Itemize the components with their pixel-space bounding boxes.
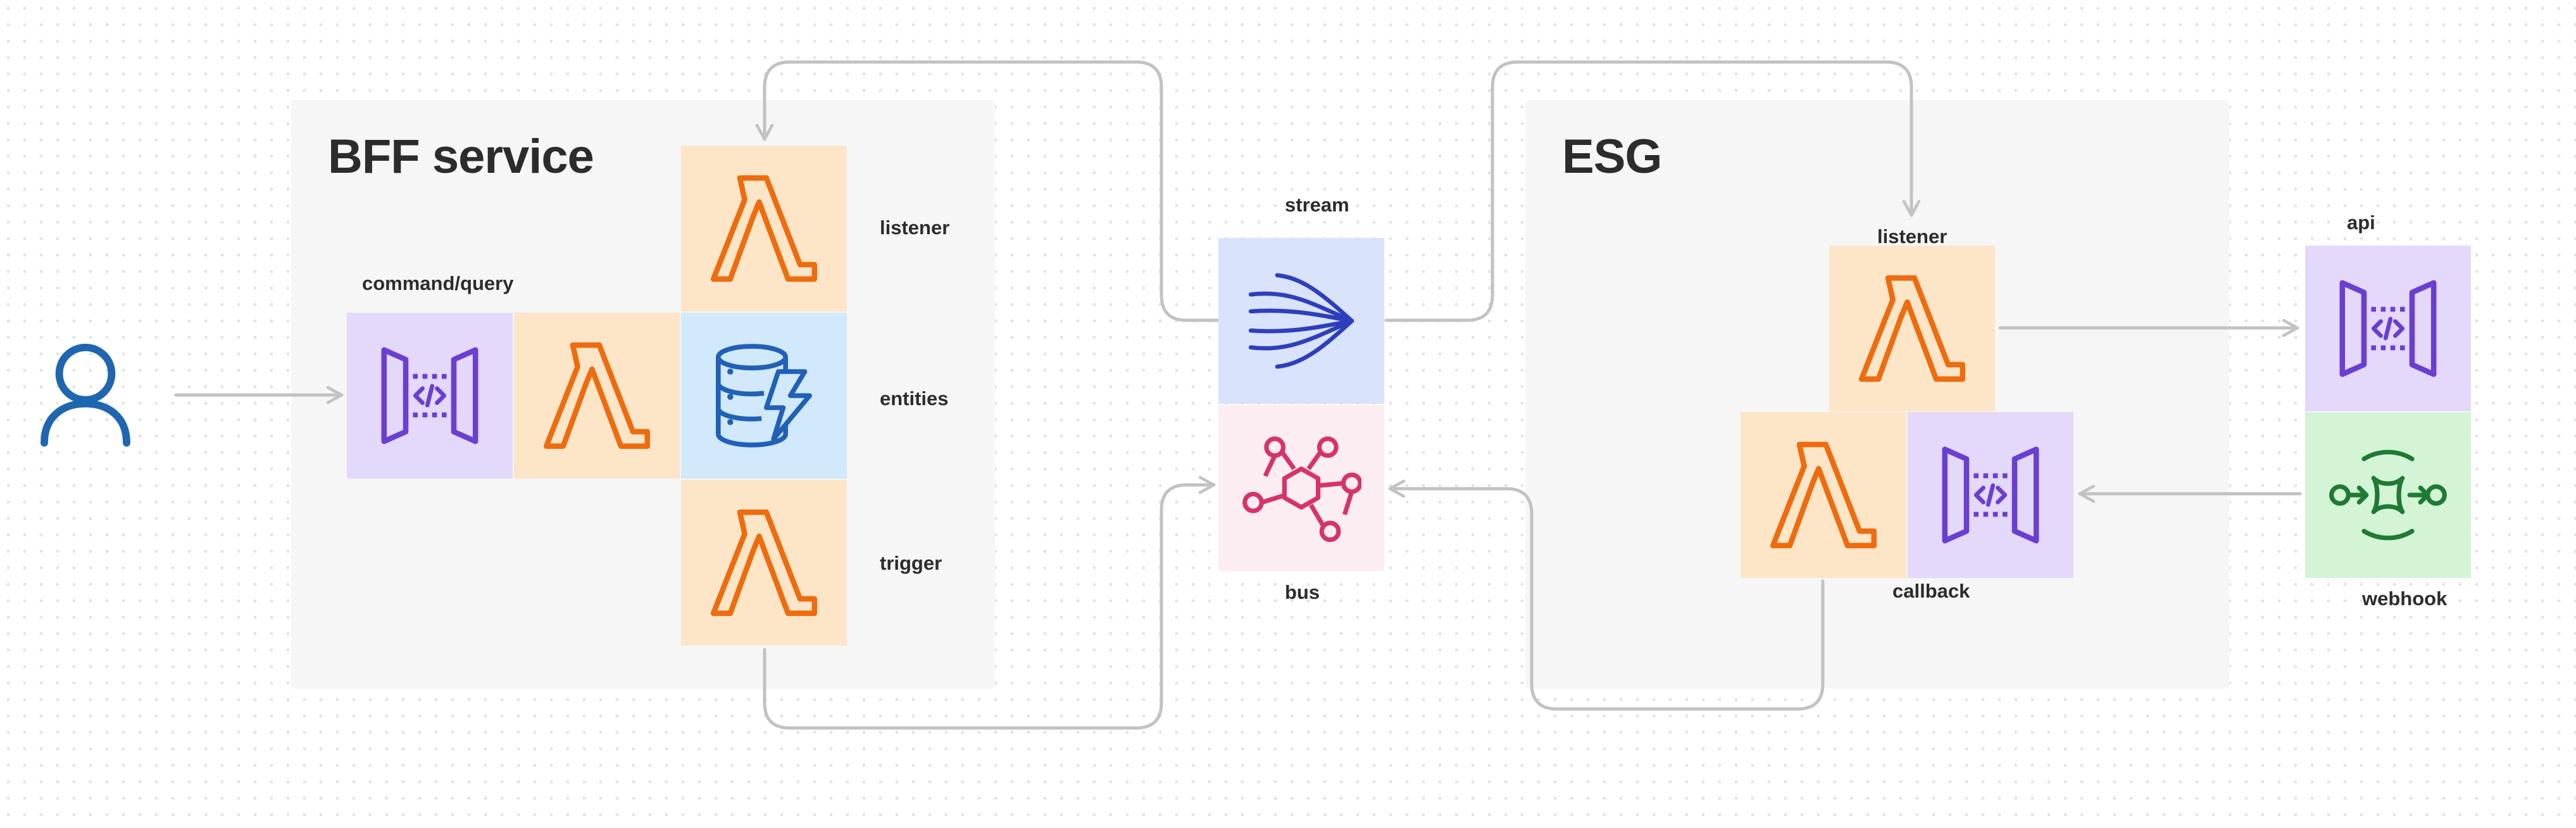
- webhook-icon: [2328, 435, 2448, 555]
- kinesis-stream[interactable]: [1218, 238, 1384, 404]
- lambda-icon: [704, 503, 824, 623]
- esg-callback-lambda[interactable]: [1741, 412, 1906, 578]
- lambda-icon: [537, 336, 657, 456]
- connector-trigger-to-bus: [763, 475, 1216, 730]
- external-api-gateway[interactable]: [2305, 246, 2471, 411]
- command-query-api-gateway[interactable]: [347, 313, 513, 479]
- lambda-icon: [1852, 268, 1972, 389]
- lambda-icon: [704, 168, 824, 289]
- connector-stream-to-bff-listener: [755, 60, 1220, 322]
- esg-listener-label: listener: [1877, 225, 1948, 248]
- entities-dynamodb[interactable]: [681, 313, 847, 479]
- eventbridge-icon: [1241, 428, 1361, 548]
- stream-label: stream: [1285, 194, 1349, 216]
- bff-listener-label: listener: [880, 216, 950, 239]
- dynamodb-icon: [704, 336, 824, 456]
- entities-label: entities: [880, 387, 949, 410]
- esg-title: ESG: [1562, 130, 1662, 184]
- user-icon: [41, 343, 130, 447]
- webhook-endpoint[interactable]: [2305, 412, 2471, 578]
- trigger-lambda[interactable]: [681, 480, 847, 646]
- eventbridge-bus[interactable]: [1218, 405, 1384, 571]
- callback-label: callback: [1892, 580, 1970, 602]
- webhook-label: webhook: [2362, 587, 2448, 610]
- api-gateway-icon: [370, 336, 490, 456]
- api-gateway-icon: [1930, 435, 2051, 555]
- api-label: api: [2347, 211, 2375, 234]
- command-query-label: command/query: [362, 272, 514, 294]
- listener-lambda[interactable]: [681, 146, 847, 311]
- trigger-label: trigger: [880, 552, 942, 574]
- lambda-icon: [1763, 435, 1884, 555]
- esg-listener-lambda[interactable]: [1829, 246, 1995, 411]
- connector-stream-to-esg-listener: [1384, 60, 1921, 322]
- connector-esg-lambda-to-bus: [1388, 479, 1825, 711]
- callback-api-gateway[interactable]: [1908, 412, 2073, 578]
- api-gateway-icon: [2328, 268, 2448, 389]
- command-query-lambda[interactable]: [514, 313, 680, 479]
- bff-service-title: BFF service: [328, 130, 594, 184]
- kinesis-stream-icon: [1241, 261, 1361, 381]
- bus-label: bus: [1285, 581, 1320, 603]
